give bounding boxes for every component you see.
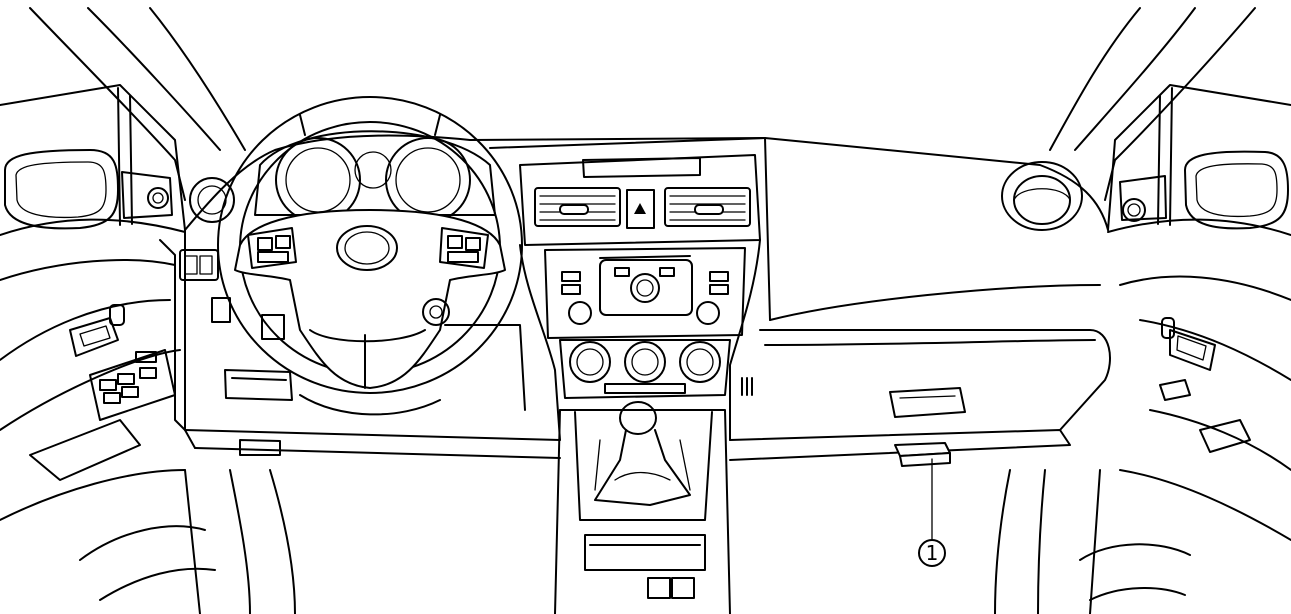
- center-vent-left: [534, 187, 621, 227]
- glove-box: [889, 387, 966, 418]
- left-seat-edge: [229, 469, 296, 614]
- callout-label-1: 1: [926, 541, 939, 565]
- part-1: [894, 442, 951, 467]
- display-screen: [582, 157, 701, 178]
- steering-wheel: [217, 96, 523, 394]
- climate-controls: [559, 339, 753, 399]
- a-pillar-left: [29, 7, 246, 201]
- left-speaker: [121, 171, 173, 219]
- right-air-vent: [1001, 161, 1083, 231]
- hazard-button: [626, 189, 655, 229]
- center-console: [554, 409, 731, 614]
- left-lower-dash: [224, 324, 526, 416]
- right-door-handle: [1161, 317, 1216, 371]
- right-door: [1079, 84, 1291, 614]
- gear-shifter: [594, 401, 691, 506]
- steering-wheel-buttons-right: [439, 227, 489, 269]
- left-door-handle: [69, 304, 125, 357]
- ignition-switch: [422, 298, 450, 326]
- radio-panel: [544, 247, 746, 339]
- right-window-switch: [1159, 379, 1191, 401]
- left-dash-switches: [179, 249, 285, 340]
- right-speaker: [1119, 175, 1167, 222]
- a-pillar-right: [1049, 7, 1256, 201]
- center-vent-right: [664, 187, 751, 227]
- right-seat-edge: [994, 469, 1046, 614]
- callout-1: 1: [918, 458, 946, 567]
- instrument-cluster: [254, 130, 496, 223]
- steering-wheel-buttons-left: [247, 227, 297, 269]
- left-mirror: [4, 149, 119, 230]
- right-mirror: [1184, 150, 1289, 230]
- left-door: [0, 84, 216, 614]
- left-window-switches: [89, 349, 176, 421]
